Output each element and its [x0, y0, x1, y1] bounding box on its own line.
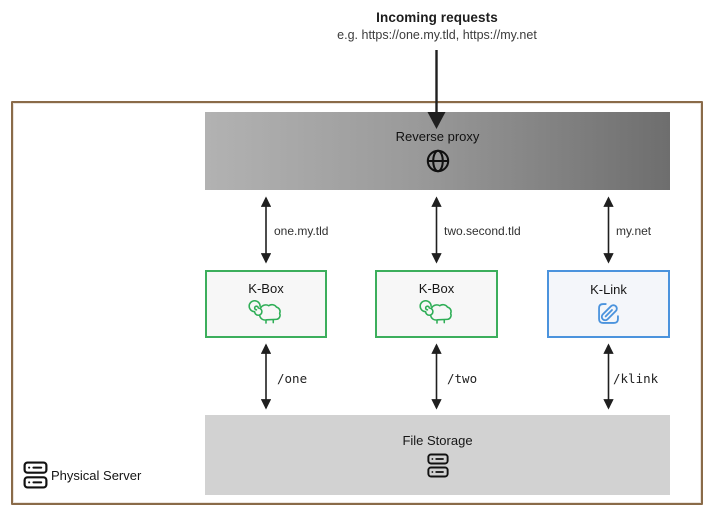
file-storage-box: File Storage	[205, 415, 670, 495]
route-label-three: my.net	[616, 224, 652, 238]
paperclip-icon	[598, 302, 619, 324]
route-label-one: one.my.tld	[274, 224, 329, 238]
klink-box: K-Link	[547, 270, 670, 338]
mount-label-three: /klink	[613, 371, 659, 386]
physical-server-label: Physical Server	[51, 467, 142, 483]
incoming-requests-title: Incoming requests	[376, 10, 498, 25]
file-storage-label: File Storage	[402, 432, 473, 448]
mount-label-one: /one	[277, 371, 308, 386]
diagram-header: Incoming requests e.g. https://one.my.tl…	[337, 10, 537, 42]
kbox-two-box: K-Box	[375, 270, 498, 338]
kbox-two-label: K-Box	[418, 281, 455, 296]
sheep-icon	[248, 299, 281, 324]
globe-icon	[426, 149, 449, 172]
reverse-proxy-label: Reverse proxy	[395, 128, 480, 144]
route-label-two: two.second.tld	[444, 224, 521, 238]
kbox-one-label: K-Box	[248, 281, 284, 296]
server-icon	[426, 453, 449, 477]
physical-server-legend: Physical Server	[23, 461, 141, 489]
reverse-proxy-box: Reverse proxy	[205, 112, 670, 190]
physical-server-frame	[11, 101, 703, 505]
mount-label-two: /two	[447, 371, 478, 386]
kbox-one-box: K-Box	[205, 270, 327, 338]
incoming-requests-examples: e.g. https://one.my.tld, https://my.net	[337, 28, 537, 42]
sheep-icon	[418, 299, 452, 324]
server-icon	[23, 461, 48, 489]
klink-label: K-Link	[590, 281, 627, 297]
